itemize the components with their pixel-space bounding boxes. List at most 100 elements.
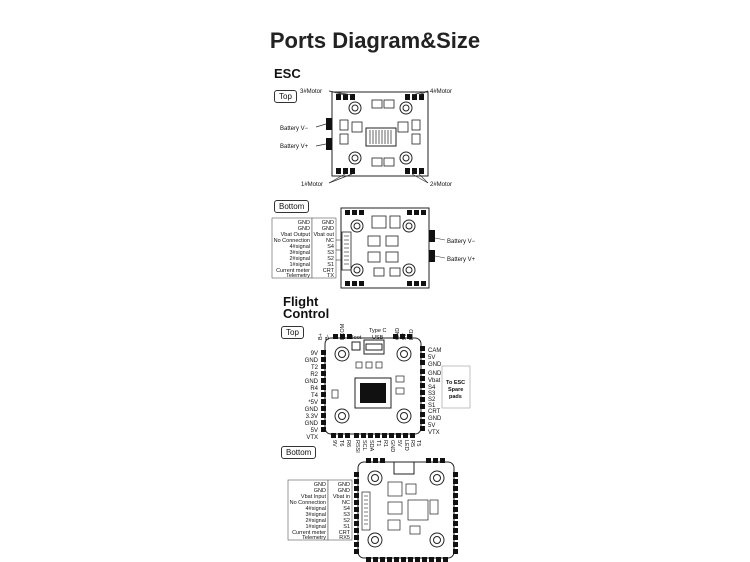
esc-bottom-board xyxy=(340,207,435,289)
fc-bottom-pin: SDA xyxy=(368,440,374,452)
fc-right-pin: 5V xyxy=(428,423,435,429)
fc-bottom-left-label: Telemetry xyxy=(302,535,326,541)
fc-heading-line2: Control xyxy=(283,306,330,321)
page-title: Ports Diagram&Size xyxy=(269,28,481,53)
fc-right-pin: 5V xyxy=(428,355,435,361)
fc-top-label: B- xyxy=(325,334,331,340)
fc-top-label: LED xyxy=(409,329,415,340)
motor2-label: 2#Motor xyxy=(430,182,452,188)
fc-right-pin: GND xyxy=(428,362,442,368)
esc-top-tag: Top xyxy=(274,90,297,103)
fc-bottom-left-label: 4#signal xyxy=(306,506,327,512)
fc-bottom-left-label: GND xyxy=(314,482,326,488)
esc-left-label: Telemetry xyxy=(286,273,310,279)
fc-bottom-pin: T1 xyxy=(375,440,381,446)
fc-bottom-tag: Bottom xyxy=(281,446,317,459)
fc-bottom-right-label: GND xyxy=(338,482,350,488)
fc-right-pin: GND xyxy=(428,371,442,377)
esc-right-label: CRT xyxy=(323,268,335,274)
fc-right-pin: S1 xyxy=(428,403,436,409)
fc-left-pin: *5V xyxy=(308,400,318,406)
fc-bottom-right-label: NC xyxy=(342,500,350,506)
fc-bottom-pin: 9V xyxy=(331,440,337,447)
fc-left-pin: VTX xyxy=(306,435,318,441)
fc-bottom-right-label: S1 xyxy=(343,524,350,530)
fc-right-pin: GND xyxy=(428,416,442,422)
motor3-label: 3#Motor xyxy=(300,89,322,95)
fc-top-label: 5V xyxy=(402,333,408,340)
esc-bottom-tag: Bottom xyxy=(274,200,310,213)
esc-left-label: GND xyxy=(298,220,310,226)
esc-right-label: GND xyxy=(322,226,334,232)
fc-top-label: B+ xyxy=(318,333,324,340)
fc-top-tag: Top xyxy=(281,326,304,339)
fc-left-pin: 5V xyxy=(311,428,318,434)
fc-bottom-right-label: S2 xyxy=(343,518,350,524)
fc-top-label: USB xyxy=(372,335,384,341)
fc-left-pin: T4 xyxy=(311,393,319,399)
fc-bottom-right-label: S3 xyxy=(343,512,350,518)
esc-left-label: 1#signal xyxy=(290,262,311,268)
fc-left-pin: R4 xyxy=(310,386,318,392)
fc-bottom-right-label: GND xyxy=(338,488,350,494)
fc-top-label: FCOM xyxy=(340,323,346,340)
fc-right-pin: VTX xyxy=(428,430,440,436)
fc-bottom-pin: RSSI xyxy=(354,440,360,453)
esc-right-label: GND xyxy=(322,220,334,226)
fc-bottom-pin: T6 xyxy=(338,440,344,446)
fc-bottom-left-label: 1#signal xyxy=(306,524,327,530)
fc-top-label: GND xyxy=(395,328,401,340)
esc-heading: ESC xyxy=(274,66,301,81)
fc-bottom-left-label: Current meter xyxy=(292,530,326,536)
fc-right-pin: Vbat in xyxy=(428,378,447,384)
fc-bottom-right-label: Vbat in xyxy=(333,494,350,500)
esc-left-label: 3#signal xyxy=(290,250,311,256)
fc-top-board xyxy=(321,334,425,438)
esc-left-label: Current meter xyxy=(276,268,310,274)
battery-pos-bottom-label: Battery V+ xyxy=(447,257,476,263)
fc-bottom-right-label: RX5 xyxy=(339,535,350,541)
battery-neg-label: Battery V− xyxy=(280,126,309,132)
fc-bottom-left-label: GND xyxy=(314,488,326,494)
fc-bottom-left-label: No Connection xyxy=(290,500,326,506)
fc-bottom-pin: R6 xyxy=(345,440,351,447)
fc-bottom-pin: GND xyxy=(389,440,395,452)
fc-right-pin: S3 xyxy=(428,391,436,397)
fc-bottom-pin: LED xyxy=(403,440,409,451)
fc-bottom-pin: R1 xyxy=(382,440,388,447)
esc-left-label: Vbat Output xyxy=(281,232,311,238)
esc-top-board xyxy=(326,91,429,177)
fc-bottom-pin: SCL xyxy=(361,440,367,451)
fc-right-pin: S2 xyxy=(428,397,436,403)
fc-heading: Flight Control xyxy=(283,295,330,321)
motor1-label: 1#Motor xyxy=(301,182,323,188)
fc-right-pin: CRT xyxy=(428,409,441,415)
esc-left-label: GND xyxy=(298,226,310,232)
battery-pos-label: Battery V+ xyxy=(280,144,309,150)
esc-right-label: S2 xyxy=(327,256,334,262)
battery-neg-bottom-label: Battery V− xyxy=(447,239,476,245)
fc-bottom-pin: R5 xyxy=(409,440,415,447)
fc-left-pin: 9V xyxy=(311,351,318,357)
motor4-label: 4#Motor xyxy=(430,89,452,95)
esc-right-label: S3 xyxy=(327,250,334,256)
esc-spare-note: pads xyxy=(449,394,462,400)
esc-right-label: S1 xyxy=(327,262,334,268)
fc-left-pin: R2 xyxy=(310,372,318,378)
fc-left-pin: GND xyxy=(305,379,319,385)
fc-left-pin: GND xyxy=(305,407,319,413)
esc-left-label: 4#signal xyxy=(290,244,311,250)
fc-bottom-board xyxy=(354,458,458,562)
esc-right-label: TX xyxy=(327,273,334,279)
fc-top-label: Type C xyxy=(369,328,386,334)
esc-spare-note: Spare xyxy=(448,387,463,393)
fc-bottom-left-label: Vbat Input xyxy=(301,494,327,500)
fc-left-pin: T2 xyxy=(311,365,319,371)
fc-right-pin: S4 xyxy=(428,385,436,391)
esc-left-label: No Connection xyxy=(274,238,310,244)
fc-left-pin: GND xyxy=(305,421,319,427)
fc-bottom-right-label: S4 xyxy=(343,506,350,512)
esc-right-label: S4 xyxy=(327,244,334,250)
fc-bottom-left-label: 2#signal xyxy=(306,518,327,524)
